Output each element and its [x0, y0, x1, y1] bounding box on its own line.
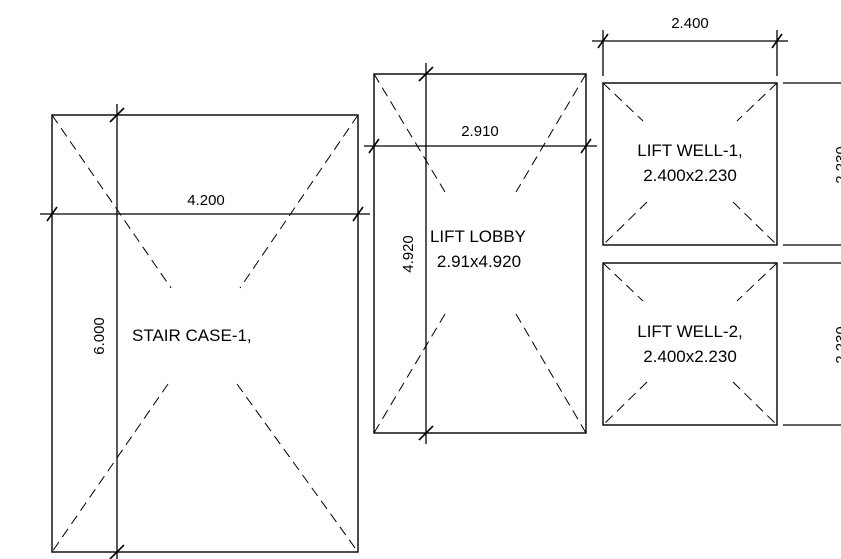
well-2-height-dimension: 2.230 — [833, 326, 841, 364]
stair-width-tick-left — [46, 206, 58, 222]
stair-width-tick-right — [352, 206, 364, 222]
lift-well-1-outline — [602, 82, 778, 246]
lift-lobby-outline — [373, 73, 587, 434]
lift-well-1-diagonal-a — [602, 82, 644, 122]
stair-height-tick-bottom — [109, 544, 125, 559]
stair-case-diagonal-c — [239, 114, 359, 289]
lift-well-1-label: LIFT WELL-1, — [637, 141, 743, 160]
lift-well-2-room: LIFT WELL-2, 2.400x2.230 2.230 — [602, 262, 841, 426]
lobby-width-tick-right — [580, 138, 592, 154]
well-1-height-dimension: 2.230 — [833, 146, 841, 184]
stair-case-label: STAIR CASE-1, — [132, 326, 252, 345]
stair-case-diagonal-b — [236, 383, 359, 553]
lift-well-2-diagonal-d — [602, 381, 648, 426]
lift-well-1-diagonal-c — [736, 82, 778, 122]
stair-case-outline — [51, 114, 359, 553]
well-width-dimension: 2.400 — [671, 15, 709, 32]
lift-well-1-diagonal-d — [602, 201, 648, 246]
lobby-height-tick-top — [418, 66, 434, 82]
lobby-width-dimension: 2.910 — [461, 123, 499, 140]
stair-width-dimension: 4.200 — [187, 192, 225, 209]
lift-lobby-size: 2.91x4.920 — [437, 252, 521, 271]
lobby-height-dimension: 4.920 — [400, 235, 417, 273]
stair-case-diagonal-a — [51, 114, 172, 289]
lift-lobby-diagonal-c — [515, 73, 587, 193]
lift-well-1-diagonal-b — [732, 201, 778, 246]
lobby-width-tick-left — [368, 138, 380, 154]
lift-well-2-diagonal-b — [732, 381, 778, 426]
lift-well-1-size: 2.400x2.230 — [643, 166, 737, 185]
lift-lobby-diagonal-d — [373, 313, 446, 434]
lift-lobby-diagonal-b — [515, 313, 587, 434]
lift-well-2-outline — [602, 262, 778, 426]
lobby-height-tick-bottom — [418, 425, 434, 441]
lift-lobby-room: LIFT LOBBY 2.91x4.920 2.910 4.920 — [364, 63, 597, 444]
lift-lobby-label: LIFT LOBBY — [430, 227, 526, 246]
lift-well-2-diagonal-c — [736, 262, 778, 302]
stair-height-dimension: 6.000 — [91, 317, 108, 355]
lift-well-2-size: 2.400x2.230 — [643, 347, 737, 366]
lift-well-1-room: LIFT WELL-1, 2.400x2.230 2.400 2.230 — [592, 15, 841, 246]
stair-case-diagonal-d — [51, 383, 169, 553]
stair-case-room: STAIR CASE-1, 4.200 6.000 — [40, 104, 370, 559]
stair-height-tick-top — [109, 107, 125, 123]
lift-well-2-label: LIFT WELL-2, — [637, 322, 743, 341]
lift-lobby-diagonal-a — [373, 73, 446, 193]
lift-well-2-diagonal-a — [602, 262, 644, 302]
